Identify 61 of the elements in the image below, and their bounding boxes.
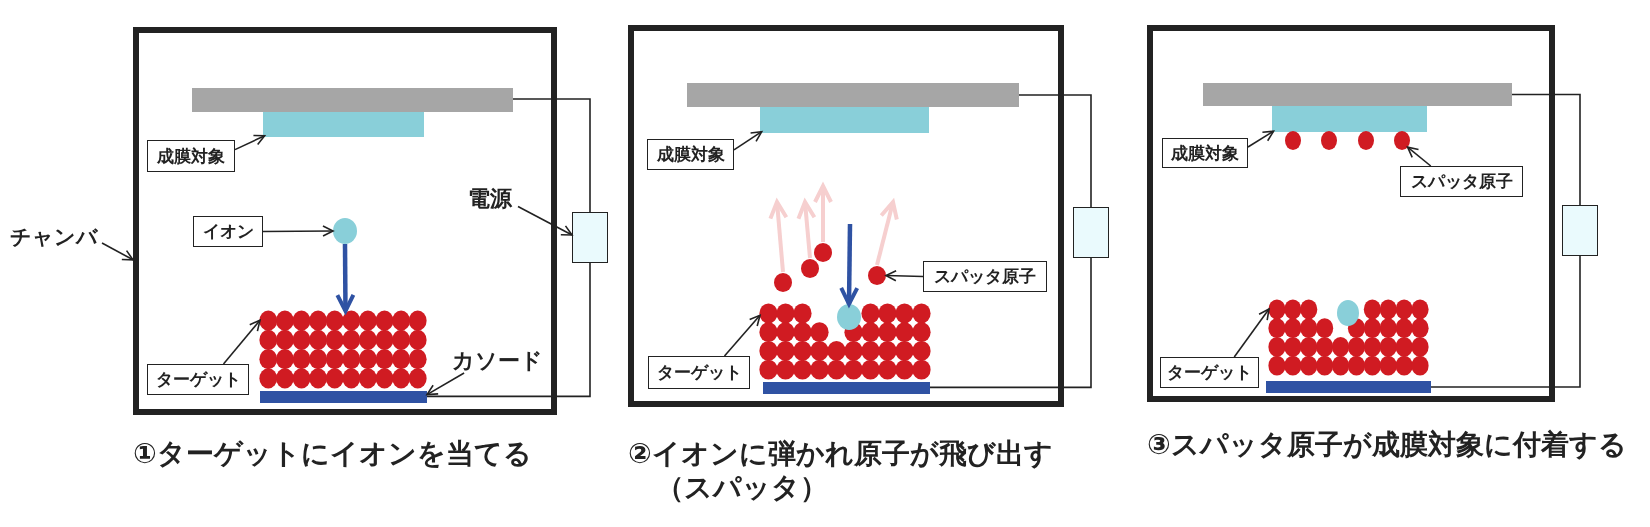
sputtered-atom bbox=[868, 266, 886, 285]
callout-text: 電源 bbox=[462, 184, 518, 214]
callout-text: チャンバ bbox=[6, 222, 102, 252]
label-box: スパッタ原子 bbox=[923, 261, 1047, 292]
wire bbox=[1018, 94, 1092, 208]
deposited-atom bbox=[1285, 131, 1301, 150]
sputtered-atom bbox=[774, 273, 792, 292]
sputtered-atom bbox=[801, 259, 819, 278]
leader-line bbox=[1233, 308, 1270, 358]
arrow bbox=[335, 244, 356, 313]
substrate bbox=[263, 112, 424, 137]
leader-line bbox=[426, 372, 465, 396]
deposited-atom bbox=[1321, 131, 1337, 150]
cathode-plate bbox=[1266, 381, 1431, 393]
leader-line bbox=[262, 225, 334, 237]
wire bbox=[1511, 93, 1581, 206]
label-box: 成膜対象 bbox=[147, 140, 235, 172]
label-box: ターゲット bbox=[147, 364, 249, 395]
power-supply-box bbox=[1562, 205, 1598, 256]
step-caption: ①ターゲットにイオンを当てる bbox=[133, 437, 533, 471]
wire bbox=[426, 262, 591, 398]
deposited-atom bbox=[1358, 131, 1374, 150]
leader-line bbox=[885, 269, 924, 282]
power-supply-box bbox=[572, 212, 608, 263]
label-box: ターゲット bbox=[1160, 357, 1259, 388]
leader-line bbox=[723, 314, 761, 357]
target-atoms-drawing bbox=[760, 304, 930, 379]
wire bbox=[929, 257, 1092, 389]
target-atoms-drawing bbox=[1269, 300, 1428, 375]
ion bbox=[333, 218, 357, 244]
label-box: 成膜対象 bbox=[647, 139, 734, 170]
leader-line bbox=[222, 319, 261, 365]
label-box: ターゲット bbox=[648, 356, 750, 389]
cathode-plate bbox=[260, 391, 427, 403]
cathode-plate bbox=[763, 382, 930, 394]
wire bbox=[1430, 255, 1581, 388]
step-caption: ③スパッタ原子が成膜対象に付着する bbox=[1147, 428, 1628, 462]
label-box: イオン bbox=[193, 216, 263, 247]
substrate-holder bbox=[192, 88, 513, 112]
leader-line bbox=[733, 130, 763, 151]
wire bbox=[512, 98, 591, 213]
step-caption: ②イオンに弾かれ原子が飛び出す（スパッタ） bbox=[628, 437, 1054, 505]
callout-text: カソード bbox=[450, 346, 544, 376]
substrate bbox=[760, 107, 929, 133]
leader-line bbox=[101, 242, 134, 261]
sputtered-atom bbox=[814, 243, 832, 262]
arrow bbox=[839, 223, 860, 306]
ion bbox=[837, 304, 861, 330]
leader-line bbox=[517, 205, 573, 236]
leader-line bbox=[234, 134, 266, 151]
ion bbox=[1337, 300, 1359, 326]
substrate-holder bbox=[687, 83, 1019, 107]
substrate-holder bbox=[1203, 83, 1512, 106]
target-atoms-drawing bbox=[260, 311, 426, 388]
power-supply-box bbox=[1073, 207, 1109, 258]
label-box: スパッタ原子 bbox=[1400, 166, 1523, 197]
deposited-atom bbox=[1394, 131, 1410, 150]
substrate bbox=[1272, 106, 1427, 132]
leader-line bbox=[1406, 146, 1432, 167]
leader-line bbox=[1247, 130, 1275, 148]
label-box: 成膜対象 bbox=[1162, 138, 1248, 168]
